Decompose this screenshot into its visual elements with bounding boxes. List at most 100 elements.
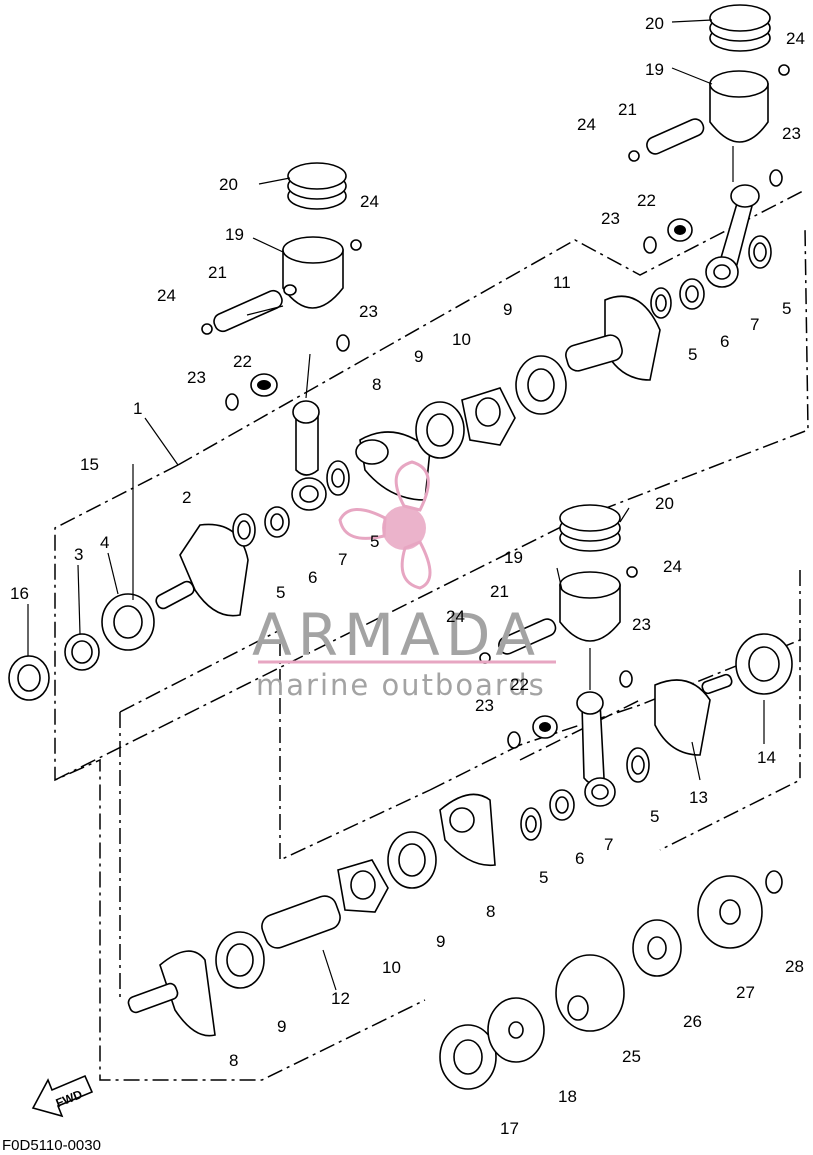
piston [282, 236, 344, 309]
piston-rings [287, 162, 347, 210]
labyrinth-seal [461, 387, 516, 446]
bearing-cage [326, 460, 350, 496]
callout-7b: 7 [750, 315, 759, 334]
rubber-damper [632, 919, 682, 977]
spacer [487, 997, 545, 1063]
callout-28: 28 [785, 957, 804, 976]
bearing-cage [650, 287, 672, 319]
callout-20c: 20 [655, 494, 674, 513]
callout-24f: 24 [446, 607, 465, 626]
oil-seal [8, 655, 50, 701]
callout-5c: 5 [688, 345, 697, 364]
callout-19c: 19 [504, 548, 523, 567]
watermark-title: ARMADA [252, 601, 541, 669]
callout-5f: 5 [539, 868, 548, 887]
circlip [628, 150, 640, 162]
washer [336, 334, 350, 352]
callout-9a: 9 [414, 347, 423, 366]
needle-bearing [667, 218, 693, 242]
crank-pin-bearing [264, 506, 290, 538]
piston-assembly-right [628, 4, 790, 310]
callout-22c: 22 [510, 675, 529, 694]
callout-17: 17 [500, 1119, 519, 1138]
coupler [697, 875, 763, 949]
callout-24b: 24 [157, 286, 176, 305]
callout-15: 15 [80, 455, 99, 474]
washer [769, 169, 783, 187]
callout-10b: 10 [382, 958, 401, 977]
callout-21b: 21 [618, 100, 637, 119]
callout-8c: 8 [229, 1051, 238, 1070]
armada-watermark: ARMADA marine outboards [252, 460, 556, 702]
callout-23f: 23 [475, 696, 494, 715]
drive-hardware [439, 870, 783, 1090]
callout-8b: 8 [486, 902, 495, 921]
needle-bearing [532, 715, 558, 739]
fwd-arrow: FWD [31, 1074, 94, 1118]
callout-5b: 5 [370, 532, 379, 551]
callout-22b: 22 [637, 191, 656, 210]
callout-24a: 24 [360, 192, 379, 211]
piston [709, 70, 769, 143]
bearing [101, 593, 155, 651]
callout-6c: 6 [575, 849, 584, 868]
callout-19b: 19 [645, 60, 664, 79]
bearing-sleeve [64, 633, 100, 671]
crankshaft-shaft [261, 895, 341, 949]
callout-14: 14 [757, 748, 776, 767]
piston-rings [559, 504, 621, 552]
bearing [515, 355, 567, 415]
callout-5a: 5 [276, 583, 285, 602]
callout-24d: 24 [577, 115, 596, 134]
callout-9b: 9 [503, 300, 512, 319]
washer [507, 731, 521, 749]
propeller-logo [338, 460, 432, 590]
circlip [778, 64, 790, 76]
callout-23c: 23 [782, 124, 801, 143]
callout-numbers: 1 2 3 4 5 5 5 5 5 5 6 6 6 7 7 7 8 8 8 9 … [10, 14, 805, 1138]
crank-pin-bearing [679, 278, 705, 310]
bearing [215, 931, 265, 989]
bearing-cage [748, 235, 772, 269]
callout-5d: 5 [782, 299, 791, 318]
callout-9d: 9 [277, 1017, 286, 1036]
assembly-outlines [54, 189, 809, 1081]
bearing-cage [232, 513, 256, 547]
callout-10a: 10 [452, 330, 471, 349]
connecting-rod [291, 400, 327, 511]
bearing [387, 831, 437, 889]
crank-web [155, 523, 249, 617]
callout-24e: 24 [663, 557, 682, 576]
connecting-rod [576, 691, 616, 807]
callout-11: 11 [553, 273, 571, 292]
crank-web [127, 950, 216, 1037]
leader-lines [27, 19, 765, 991]
callout-16: 16 [10, 584, 29, 603]
callout-21a: 21 [208, 263, 227, 282]
callout-4: 4 [100, 533, 109, 552]
callout-3: 3 [74, 545, 83, 564]
bearing [415, 401, 465, 459]
connecting-rod [705, 184, 760, 288]
piston-rings [709, 4, 771, 52]
bearing [735, 633, 793, 695]
callout-19a: 19 [225, 225, 244, 244]
callout-5e: 5 [650, 807, 659, 826]
lower-crankshaft-row [127, 633, 793, 1037]
o-ring [765, 870, 783, 894]
callout-12: 12 [331, 989, 350, 1008]
labyrinth-seal [337, 859, 389, 913]
crank-pin-bearing [549, 789, 575, 821]
callout-25: 25 [622, 1047, 641, 1066]
callout-18: 18 [558, 1087, 577, 1106]
callout-24c: 24 [786, 29, 805, 48]
piston-pin [213, 289, 283, 333]
piston-pin [498, 618, 557, 655]
callout-13: 13 [689, 788, 708, 807]
callout-9c: 9 [436, 932, 445, 951]
callout-1: 1 [133, 399, 142, 418]
oil-seal [439, 1024, 497, 1090]
callout-6a: 6 [308, 568, 317, 587]
circlip [626, 566, 638, 578]
